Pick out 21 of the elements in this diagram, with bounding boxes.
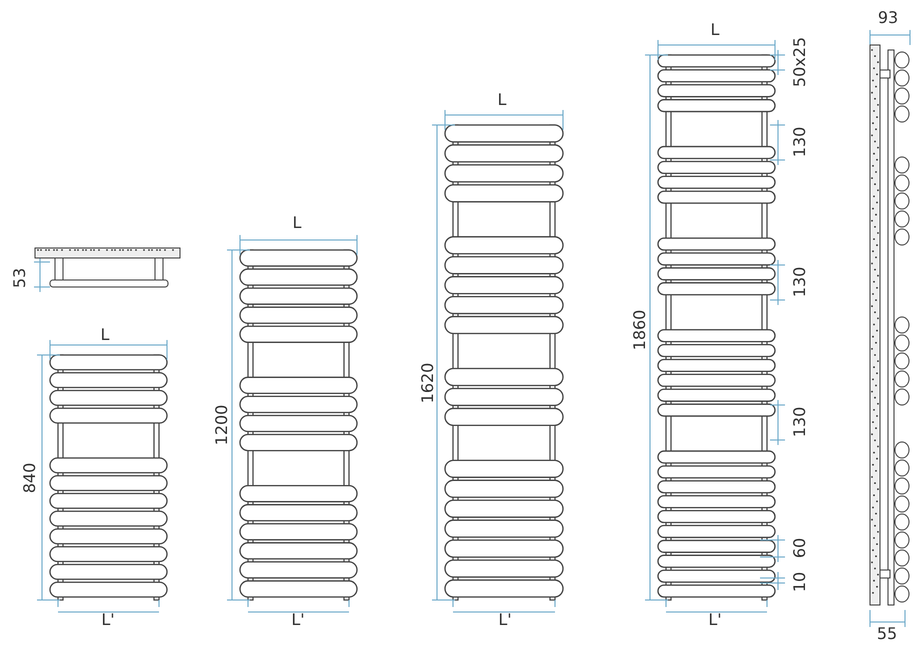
- dimension-value: 10: [791, 572, 809, 592]
- dimension-value: L: [710, 21, 720, 39]
- dimension-value: L: [498, 91, 506, 109]
- dimension-value: 840: [21, 462, 39, 494]
- dimension-value: L': [291, 611, 305, 629]
- dimension-value: 53: [11, 268, 29, 288]
- dimension-value: L: [100, 326, 110, 344]
- dimension-value: 130: [791, 126, 809, 158]
- dimension-value: L': [498, 611, 512, 629]
- dimension-value: 50x25: [791, 36, 809, 88]
- dimension-value: 130: [791, 266, 809, 298]
- dimension-value: L': [708, 611, 722, 629]
- dimension-value: 1860: [631, 310, 649, 350]
- dimension-value: 1620: [419, 362, 437, 404]
- dimension-value: 130: [791, 406, 809, 438]
- dimension-value: 93: [878, 9, 898, 27]
- dimension-value: 55: [876, 625, 898, 643]
- dimension-value: 60: [791, 538, 809, 558]
- dimension-value: 1200: [213, 404, 231, 446]
- dimension-value: L': [101, 611, 115, 629]
- dimension-value: L: [292, 214, 302, 232]
